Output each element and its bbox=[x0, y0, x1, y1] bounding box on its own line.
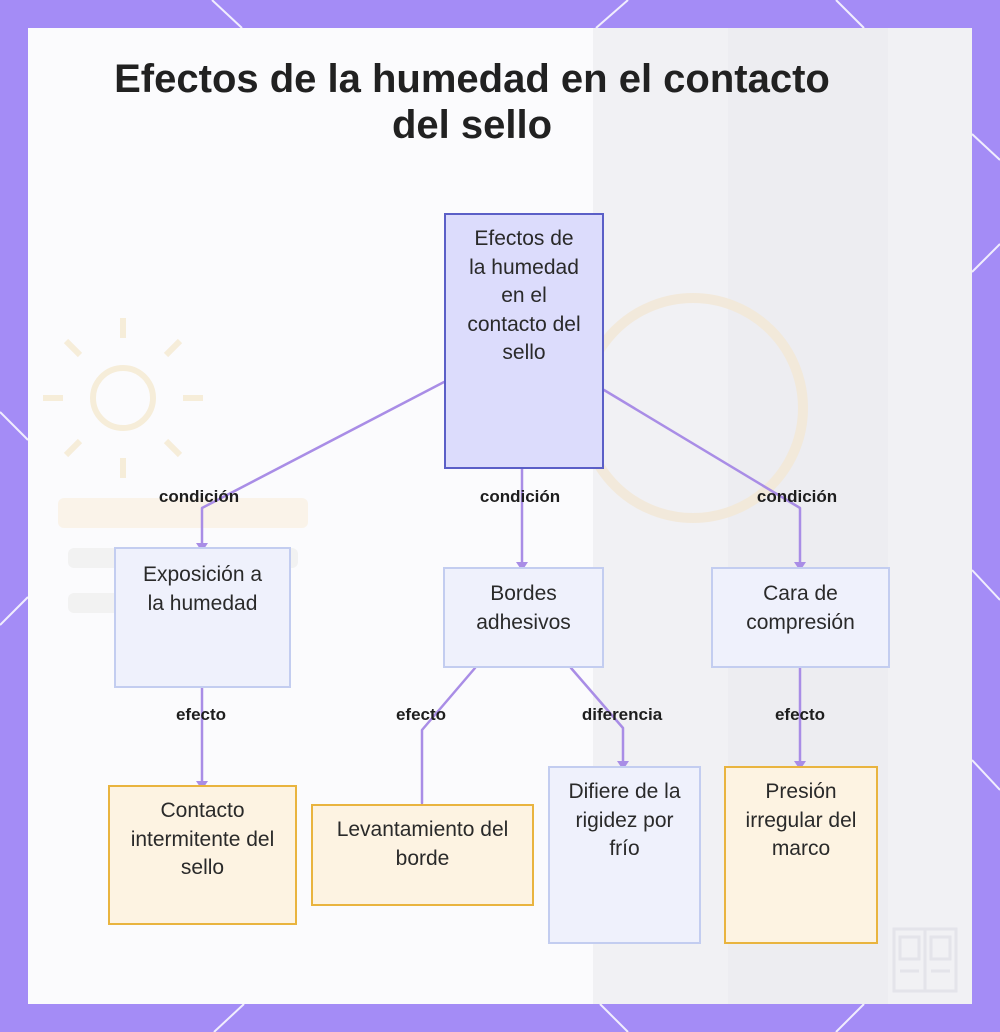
node-compression-face: Cara de compresión bbox=[711, 567, 890, 668]
edge-label-root-adhesive: condición bbox=[479, 487, 561, 506]
node-intermittent-contact: Contacto intermitente del sello bbox=[108, 785, 297, 925]
node-root: Efectos de la humedad en el contacto del… bbox=[444, 213, 604, 469]
node-exposure-label: Exposición a la humedad bbox=[142, 563, 263, 615]
door-logo-icon bbox=[892, 927, 958, 993]
edge-label-exposure-contact: efecto bbox=[175, 705, 227, 724]
node-uneven-pressure: Presión irregular del marco bbox=[724, 766, 878, 944]
node-uneven-pressure-label: Presión irregular del marco bbox=[745, 780, 857, 860]
node-adhesive-edges-label: Bordes adhesivos bbox=[476, 582, 571, 634]
node-intermittent-contact-label: Contacto intermitente del sello bbox=[130, 799, 275, 879]
sun-sketch-icon bbox=[43, 318, 203, 478]
page-title: Efectos de la humedad en el contacto del… bbox=[114, 57, 830, 147]
node-exposure: Exposición a la humedad bbox=[114, 547, 291, 688]
node-edge-lifting-label: Levantamiento del borde bbox=[336, 818, 509, 870]
node-root-label: Efectos de la humedad en el contacto del… bbox=[467, 227, 581, 364]
node-compression-face-label: Cara de compresión bbox=[746, 582, 855, 634]
edge-label-adhesive-rigidity: diferencia bbox=[581, 705, 663, 724]
edge-label-root-exposure: condición bbox=[158, 487, 240, 506]
node-cold-rigidity-label: Difiere de la rigidez por frío bbox=[568, 780, 681, 860]
node-adhesive-edges: Bordes adhesivos bbox=[443, 567, 604, 668]
node-edge-lifting: Levantamiento del borde bbox=[311, 804, 534, 906]
edge-label-root-compression: condición bbox=[756, 487, 838, 506]
edge-label-adhesive-lifting: efecto bbox=[395, 705, 447, 724]
node-cold-rigidity: Difiere de la rigidez por frío bbox=[548, 766, 701, 944]
edge-label-compression-pressure: efecto bbox=[774, 705, 826, 724]
